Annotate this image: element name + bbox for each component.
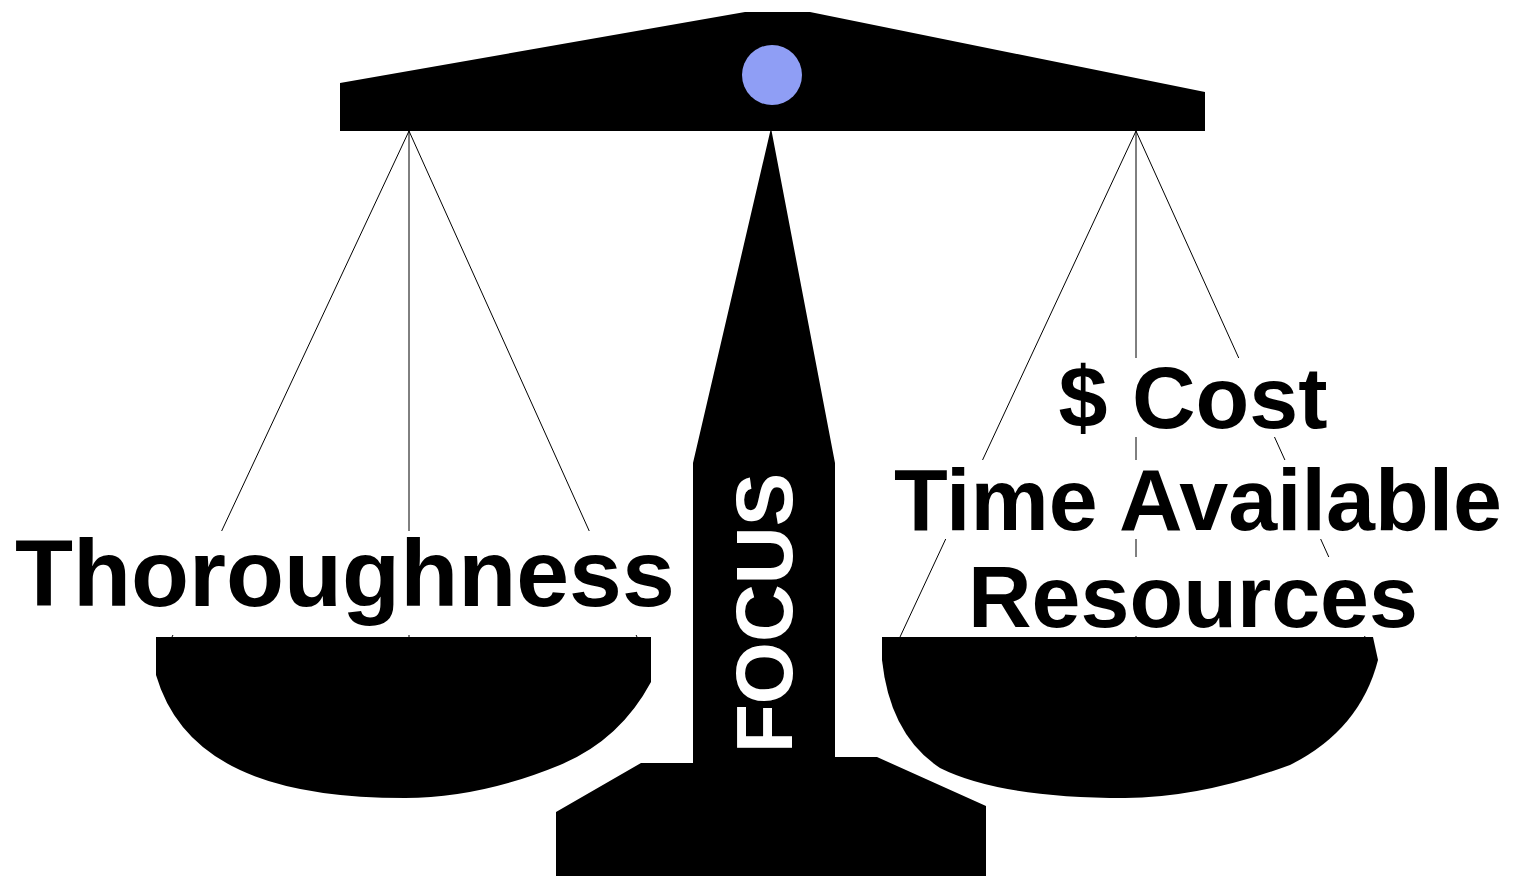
pivot-knob (742, 45, 802, 105)
label-holder: Resources (968, 557, 1418, 636)
left-pan-label: Thoroughness (15, 531, 675, 635)
right-pan-label: Time Available (894, 460, 1502, 539)
pillar-label: FOCUS (729, 473, 801, 753)
label-holder: $ Cost (1059, 358, 1328, 437)
left-pan (156, 637, 651, 798)
label-holder: Time Available (894, 460, 1502, 539)
right-pan (882, 637, 1378, 798)
label-holder: Thoroughness (15, 531, 675, 635)
right-pan-label: $ Cost (1059, 358, 1328, 437)
right-pan-label: Resources (968, 557, 1418, 636)
scale-beam (340, 12, 1205, 131)
label-holder: FOCUS (729, 473, 801, 753)
